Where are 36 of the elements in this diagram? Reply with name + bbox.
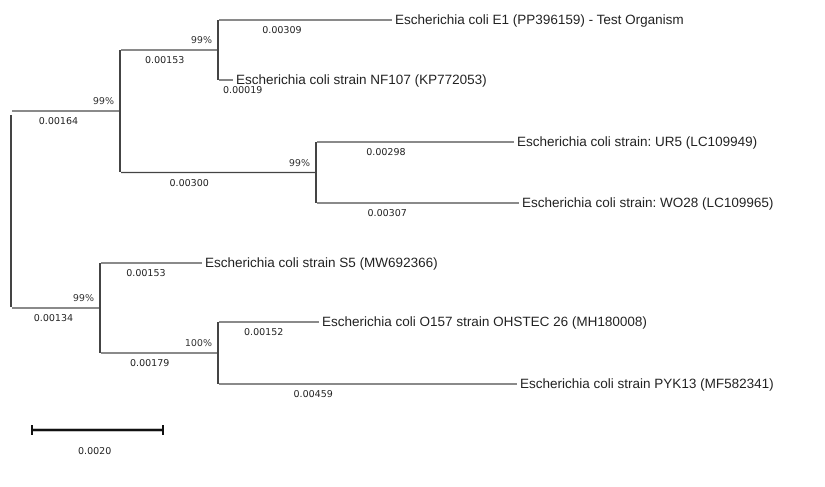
branch-length: 0.00309 [262,25,302,36]
taxon-label: Escherichia coli strain PYK13 (MF582341) [520,376,774,392]
taxon-label: Escherichia coli E1 (PP396159) - Test Organism [395,12,684,28]
branch-line [121,172,315,174]
branch-length: 0.00307 [368,208,407,219]
taxon-label: Escherichia coli strain: UR5 (LC109949) [517,134,758,150]
bootstrap-value: 99% [92,96,114,107]
branch-line [317,202,519,204]
branch-line [219,383,517,385]
branch-line [101,262,202,264]
scale-value: 0.0020 [78,446,112,457]
branch-length: 0.00153 [126,268,166,279]
branch-line [219,79,233,81]
branch-length: 0.00300 [170,178,209,188]
branch-length: 0.00152 [244,327,284,338]
branch-line [12,110,119,112]
branch-length: 0.00019 [223,85,262,96]
branch-length: 0.00179 [130,358,170,369]
branch-length: 0.00459 [294,389,333,400]
bootstrap-value: 99% [190,35,212,46]
bootstrap-value: 100% [184,338,212,349]
bootstrap-value: 99% [288,158,310,168]
taxon-label: Escherichia coli strain: WO28 (LC109965) [522,195,774,211]
branch-line [219,321,319,323]
branch-length: 0.00164 [38,116,78,127]
branch-line [12,307,99,309]
branch-length: 0.00134 [34,313,74,324]
branch-line [101,352,217,354]
branch-length: 0.00153 [145,55,184,66]
branch-line [121,49,217,51]
taxon-label: Escherichia coli O157 strain OHSTEC 26 (MH180008) [322,314,647,330]
branch-line [219,19,392,21]
branch-line [317,141,514,143]
branch-length: 0.00298 [366,147,406,158]
bootstrap-value: 99% [72,293,94,304]
taxon-label: Escherichia coli strain S5 (MW692366) [205,255,438,271]
